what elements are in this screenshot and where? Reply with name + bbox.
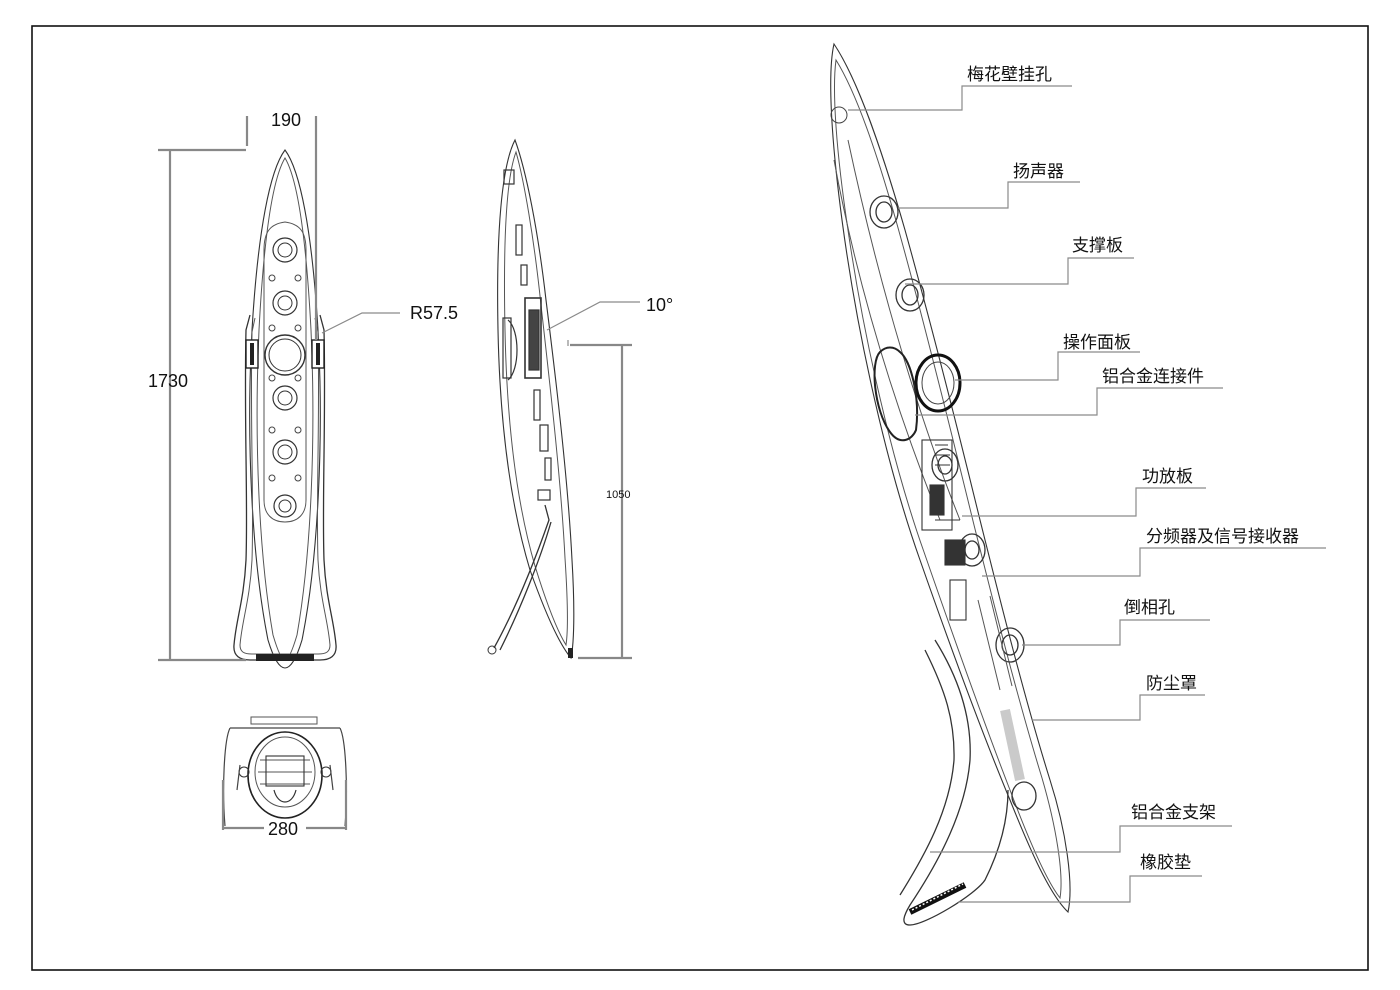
callout-aluminum-connector: 铝合金连接件 (1102, 367, 1204, 387)
tilt-angle-label: 10° (646, 295, 673, 315)
callout-leader-9 (930, 825, 1232, 853)
side-internals (502, 169, 552, 501)
callout-leader-8 (1032, 694, 1205, 721)
callout-speaker: 扬声器 (1013, 162, 1064, 182)
callout-wall-hole: 梅花壁挂孔 (967, 65, 1052, 85)
bottom-body (247, 731, 323, 819)
xray-body-inner (834, 58, 1062, 900)
callout-crossover-receiver: 分频器及信号接收器 (1146, 527, 1299, 547)
xray-rubber-pad (908, 882, 967, 915)
front-speakers (264, 237, 306, 518)
callout-leader-10 (958, 875, 1202, 903)
bottom-view: 280 (221, 716, 348, 839)
callout-leader-7 (1022, 619, 1210, 646)
radius-label: R57.5 (410, 303, 458, 323)
xray-electronics (921, 439, 967, 621)
callouts: 梅花壁挂孔 扬声器 支撑板 操作面板 铝合金连接件 功放板 分频器及信号接收器 … (848, 65, 1326, 903)
callout-rubber-pad: 橡胶垫 (1140, 853, 1191, 873)
callout-leader-3 (955, 351, 1140, 381)
callout-amplifier-board: 功放板 (1142, 467, 1193, 487)
front-base-pad (256, 654, 314, 661)
front-height-label: 1730 (148, 371, 188, 391)
callout-operation-panel: 操作面板 (1063, 333, 1131, 353)
callout-leader-2 (905, 257, 1134, 285)
xray-view (830, 42, 1071, 926)
base-width-label: 280 (268, 819, 298, 839)
front-width-label: 190 (271, 110, 301, 130)
callout-leader-5 (962, 487, 1206, 517)
side-stand-leg (493, 504, 552, 651)
xray-operation-panel (914, 353, 962, 413)
callout-leader-4 (915, 387, 1223, 416)
callout-support-plate: 支撑板 (1072, 236, 1123, 256)
callout-bass-port: 倒相孔 (1124, 598, 1175, 618)
xray-body-outline (830, 42, 1071, 914)
xray-aluminum-stand (899, 639, 1009, 926)
sheet-border (31, 25, 1369, 971)
side-view: 10° 1050 (487, 138, 673, 660)
callout-dust-cover: 防尘罩 (1146, 674, 1197, 694)
front-view: 190 1730 R57.5 (148, 110, 458, 669)
callout-leader-0 (848, 85, 1072, 111)
front-body-outline (249, 149, 321, 669)
side-body-outline (497, 138, 575, 660)
front-small-holes (268, 274, 302, 482)
stand-height-label: 1050 (606, 489, 630, 501)
front-body-inner (256, 157, 314, 661)
callout-aluminum-stand: 铝合金支架 (1131, 803, 1216, 823)
xray-aluminum-connector (873, 346, 919, 442)
callout-leader-6 (982, 547, 1326, 577)
front-panel (263, 221, 307, 523)
callout-leader-1 (898, 181, 1080, 209)
